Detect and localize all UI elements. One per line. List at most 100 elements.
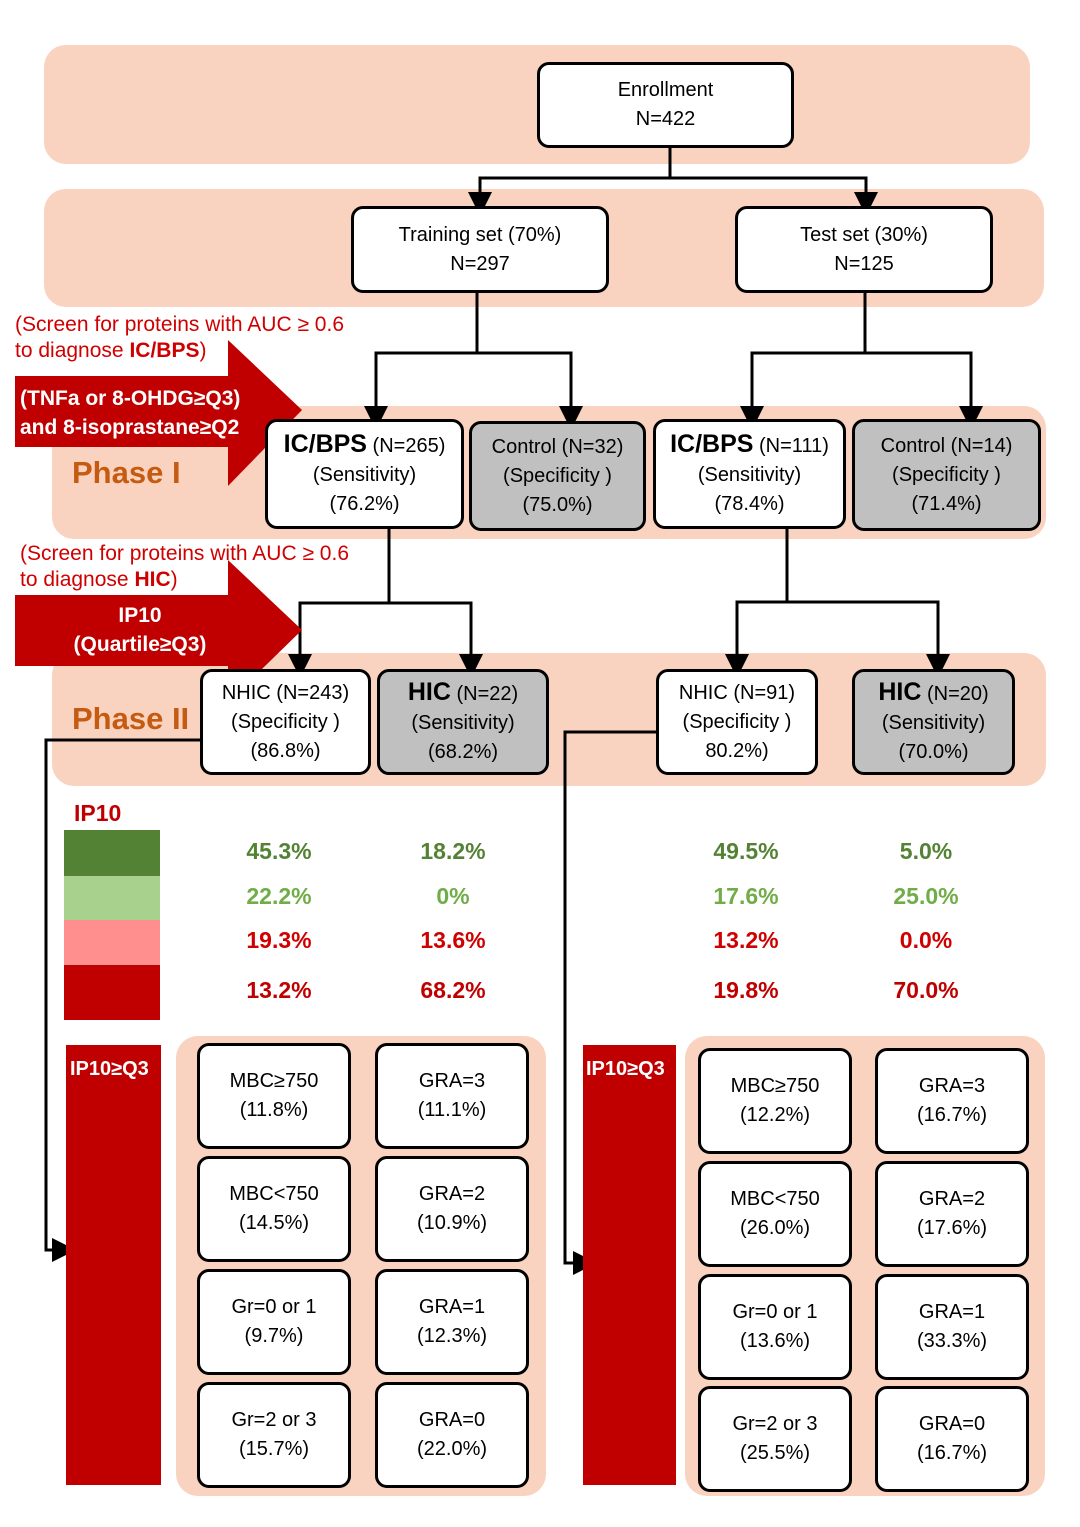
train-hic-n: (N=22) [450, 682, 519, 705]
train-icbps-metric: (Sensitivity) [312, 463, 417, 486]
ip10-percentage: 17.6% [713, 883, 779, 909]
train-icbps-name: IC/BPS [283, 429, 367, 458]
test-hic-value: (70.0%) [898, 740, 969, 763]
phase2-arrow-line1: IP10 [118, 604, 162, 627]
train-nhic-metric: (Specificity ) [231, 710, 340, 733]
test-nhic-box: NHIC (N=91) (Specificity ) 80.2%) [656, 669, 818, 775]
phase1-arrow-text: (TNFa or 8-OHDG≥Q3) and 8-isoprastane≥Q2 [20, 384, 240, 442]
train-icbps-box: IC/BPS (N=265) (Sensitivity) (76.2%) [265, 419, 464, 529]
subgroup-value: (25.5%) [739, 1442, 811, 1464]
test-control-metric: (Specificity ) [892, 463, 1001, 486]
test-icbps-name: IC/BPS [670, 429, 754, 458]
phase1-screen-line1: (Screen for proteins with AUC ≥ 0.6 [15, 313, 344, 336]
train-hic-metric: (Sensitivity) [411, 711, 515, 734]
subgroup-name: GRA=3 [918, 1075, 986, 1097]
ip10-percentage: 70.0% [893, 977, 959, 1003]
ip10-percentage: 13.2% [246, 977, 312, 1003]
subgroup-name: Gr=0 or 1 [231, 1296, 317, 1318]
train-control-value: (75.0%) [522, 493, 593, 516]
test-sub-box: GRA=3 (16.7%) [875, 1048, 1029, 1154]
subgroup-value: (11.1%) [417, 1099, 487, 1121]
ip10-quartile-swatch [64, 830, 160, 876]
phase1-screen-note: (Screen for proteins with AUC ≥ 0.6 to d… [15, 312, 344, 364]
ip10-percentage: 19.3% [246, 927, 312, 953]
phase1-arrow-line1: (TNFa or 8-OHDG≥Q3) [20, 387, 241, 410]
train-nhic-box: NHIC (N=243) (Specificity ) (86.8%) [200, 669, 371, 775]
train-hic-name: HIC [407, 677, 451, 706]
test-icbps-metric: (Sensitivity) [697, 463, 802, 486]
ip10-percentage: 5.0% [899, 838, 953, 864]
subgroup-value: (12.3%) [416, 1325, 488, 1347]
subgroup-name: GRA=3 [418, 1070, 486, 1092]
enrollment-box: Enrollment N=422 [537, 62, 794, 148]
ip10-percentage: 22.2% [246, 883, 312, 909]
ip10-percentage: 0.0% [899, 927, 953, 953]
subgroup-value: (12.2%) [739, 1104, 811, 1126]
test-hic-title: HIC (N=20) [878, 678, 988, 709]
phase2-screen-suffix: ) [170, 568, 178, 591]
ip10-percentage: 18.2% [420, 838, 486, 864]
train-control-metric: (Specificity ) [503, 464, 612, 487]
test-icbps-box: IC/BPS (N=111) (Sensitivity) (78.4%) [653, 419, 846, 529]
phase2-arrow-line2: (Quartile≥Q3) [73, 633, 207, 656]
subgroup-value: (15.7%) [238, 1438, 310, 1460]
subgroup-name: GRA=1 [918, 1301, 986, 1323]
subgroup-name: GRA=0 [418, 1409, 486, 1431]
phase1-arrow-line2: and 8-isoprastane≥Q2 [20, 416, 240, 439]
train-control-box: Control (N=32) (Specificity ) (75.0%) [469, 421, 646, 531]
subgroup-value: (13.6%) [739, 1330, 811, 1352]
subgroup-value: (9.7%) [244, 1325, 304, 1347]
train-sub-box: GRA=1 (12.3%) [375, 1269, 529, 1375]
phase1-screen-line2: to diagnose IC/BPS) [15, 338, 344, 364]
ip10-percentage: 45.3% [246, 838, 312, 864]
phase1-screen-suffix: ) [199, 339, 207, 362]
train-sub-box: MBC≥750(11.8%) [197, 1043, 351, 1149]
test-control-name: Control (N=14) [880, 434, 1013, 457]
train-nhic-name: NHIC (N=243) [221, 681, 350, 704]
subgroup-name: GRA=2 [918, 1188, 986, 1210]
test-icbps-n: (N=111) [753, 434, 829, 457]
test-nhic-name: NHIC (N=91) [678, 681, 796, 704]
train-icbps-title: IC/BPS (N=265) [284, 430, 446, 461]
test-nhic-value: 80.2%) [705, 739, 769, 762]
subgroup-name: GRA=1 [418, 1296, 486, 1318]
test-sub-box: GRA=0(16.7%) [875, 1386, 1029, 1492]
train-sub-box: GRA=0(22.0%) [375, 1382, 529, 1488]
ip10-quartile-swatch [64, 876, 160, 920]
test-icbps-value: (78.4%) [714, 492, 785, 515]
subgroup-value: (16.7%) [916, 1104, 988, 1126]
ip10-percentage: 49.5% [713, 838, 779, 864]
ip10-quartile-swatch [64, 920, 160, 965]
test-sub-box: GRA=1 (33.3%) [875, 1274, 1029, 1380]
train-ip10q3-column: IP10≥Q3 [66, 1045, 161, 1485]
train-nhic-value: (86.8%) [250, 739, 321, 762]
test-ip10q3-column: IP10≥Q3 [583, 1045, 676, 1485]
subgroup-value: (33.3%) [916, 1330, 988, 1352]
subgroup-value: (11.8%) [239, 1099, 309, 1121]
test-icbps-title: IC/BPS (N=111) [670, 430, 829, 461]
subgroup-name: MBC<750 [730, 1188, 820, 1210]
test-nhic-metric: (Specificity ) [682, 710, 792, 733]
train-sub-box: Gr=2 or 3(15.7%) [197, 1382, 351, 1488]
ip10-label: IP10 [74, 800, 122, 826]
test-title: Test set (30%) [800, 223, 928, 246]
train-hic-title: HIC (N=22) [408, 678, 518, 709]
ip10-percentage: 25.0% [893, 883, 959, 909]
phase2-label: Phase II [72, 701, 190, 736]
train-ip10q3-label: IP10≥Q3 [70, 1058, 149, 1080]
subgroup-value: (14.5%) [238, 1212, 310, 1234]
train-hic-box: HIC (N=22) (Sensitivity) (68.2%) [377, 669, 549, 775]
subgroup-name: GRA=2 [418, 1183, 486, 1205]
train-icbps-n: (N=265) [366, 434, 446, 457]
test-sub-box: GRA=2(17.6%) [875, 1161, 1029, 1267]
ip10-percentage: 19.8% [713, 977, 779, 1003]
ip10-percentage: 13.2% [713, 927, 779, 953]
test-control-box: Control (N=14) (Specificity ) (71.4%) [852, 419, 1041, 531]
training-n: N=297 [450, 252, 510, 275]
subgroup-name: GRA=0 [918, 1413, 986, 1435]
subgroup-value: (10.9%) [416, 1212, 488, 1234]
test-hic-n: (N=20) [921, 682, 989, 705]
phase1-screen-prefix: to diagnose [15, 339, 130, 362]
phase1-arrow [15, 340, 302, 486]
